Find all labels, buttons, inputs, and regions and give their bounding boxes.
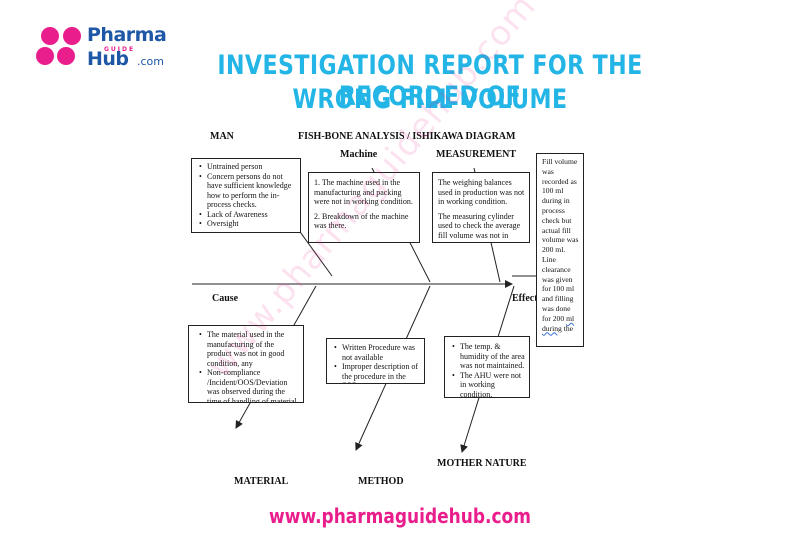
category-method-label: METHOD	[358, 476, 404, 487]
effect-text: Fill volume was recorded as 100 ml durin…	[542, 157, 579, 323]
machine-cause-item: 2. Breakdown of the machine was there.	[314, 211, 409, 231]
category-measurement-label: MEASUREMENT	[436, 149, 517, 160]
man-cause-item: Lack of Awareness	[199, 210, 297, 220]
man-causes-box: Untrained person Concern persons do not …	[191, 158, 301, 233]
logo-com-text: .com	[137, 55, 164, 68]
effect-description-box: Fill volume was recorded as 100 ml durin…	[536, 153, 584, 347]
category-man-label: MAN	[210, 131, 234, 142]
category-mother-nature-label: MOTHER NATURE	[437, 458, 527, 469]
logo-guide-text: GUIDE	[104, 46, 136, 53]
effect-text-tail: the	[563, 323, 574, 333]
cause-label: Cause	[212, 293, 239, 304]
diagram-heading: FISH-BONE ANALYSIS / ISHIKAWA DIAGRAM	[298, 131, 516, 142]
man-cause-item: Concern persons do not have sufficient k…	[199, 172, 297, 210]
footer-url[interactable]: www.pharmaguidehub.com	[269, 504, 531, 528]
page-title-line-2: WRONG FILL VOLUME	[292, 84, 568, 115]
measurement-cause-item: The weighing balances used in production…	[438, 178, 525, 206]
category-material-label: MATERIAL	[234, 476, 289, 487]
material-causes-box: The material used in the manufacturing o…	[188, 325, 304, 403]
mother-nature-causes-box: The temp. & humidity of the area was not…	[444, 336, 530, 398]
mother-nature-cause-item: The AHU were not in working condition.	[452, 371, 526, 398]
effect-label: Effect	[512, 293, 538, 304]
logo-circles-icon	[36, 27, 81, 65]
measurement-cause-item: The measuring cylinder used to check the…	[438, 211, 521, 240]
logo-hub-text: Hub	[87, 48, 129, 70]
category-machine-label: Machine	[340, 149, 378, 160]
material-cause-item: The material used in the manufacturing o…	[199, 330, 300, 368]
man-cause-item: Oversight	[199, 219, 297, 229]
man-cause-item: Untrained person	[199, 162, 297, 172]
method-cause-item: Written Procedure was not available	[334, 343, 421, 362]
pharmaguidehub-logo: Pharma GUIDE Hub .com	[36, 24, 176, 72]
method-cause-item: Improper description of the procedure in…	[334, 362, 421, 383]
method-causes-box: Written Procedure was not available Impr…	[326, 338, 425, 384]
effect-text-during: during	[542, 323, 562, 333]
mother-nature-cause-item: The temp. & humidity of the area was not…	[452, 342, 526, 371]
machine-causes-box: 1. The machine used in the manufacturing…	[308, 172, 420, 243]
logo-pharma-text: Pharma	[87, 24, 167, 46]
effect-text-ml: ml	[566, 313, 575, 323]
material-cause-item: Non-compliance /Incident/OOS/Deviation w…	[199, 368, 300, 402]
machine-cause-item: 1. The machine used in the manufacturing…	[314, 178, 413, 206]
measurement-causes-box: The weighing balances used in production…	[432, 172, 530, 243]
page-title-line-1: INVESTIGATION REPORT FOR THE RECORDED OF	[217, 50, 643, 112]
